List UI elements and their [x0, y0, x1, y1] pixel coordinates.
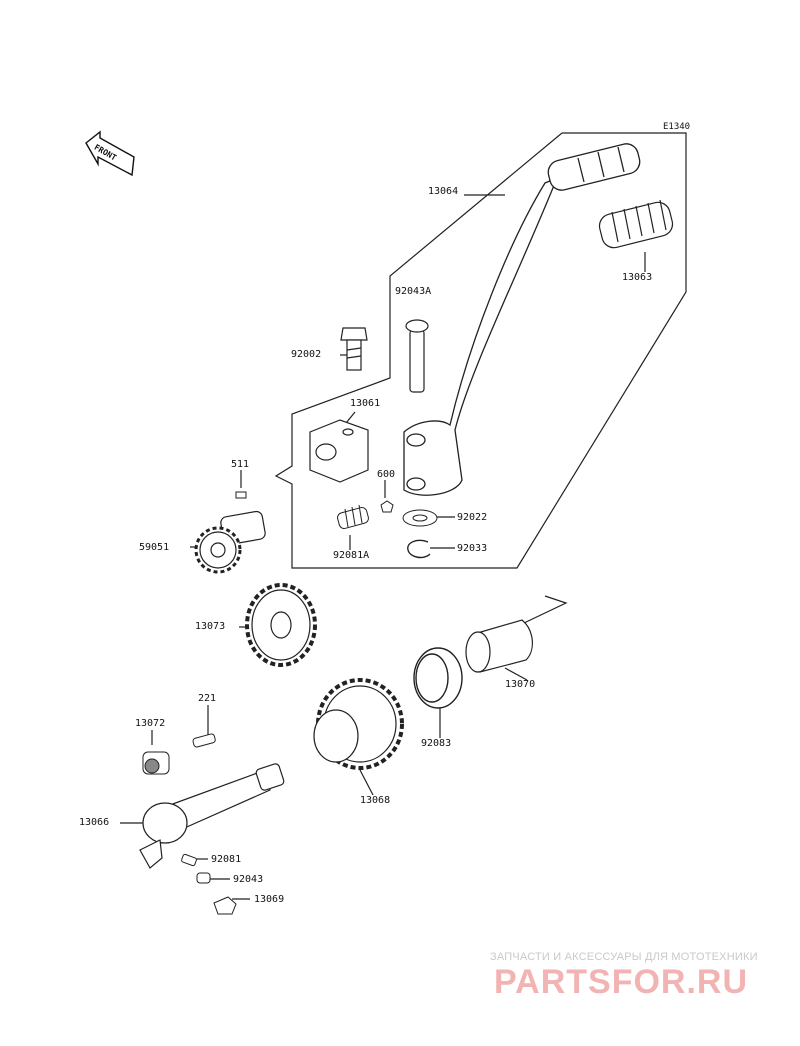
part-label-92081: 92081: [211, 854, 242, 865]
spring-icon: [337, 504, 369, 529]
bolt-icon: [340, 327, 368, 371]
part-label-221: 221: [198, 693, 217, 704]
key-icon: [235, 491, 247, 499]
assembly-frame-outline: [274, 132, 687, 569]
part-label-92083: 92083: [421, 738, 452, 749]
kick-shaft-icon: [139, 763, 285, 869]
part-label-13072: 13072: [135, 718, 166, 729]
part-label-92022: 92022: [457, 512, 488, 523]
part-label-511: 511: [231, 459, 250, 470]
collar-icon: [142, 751, 170, 775]
pedal-rubber-icon: [598, 199, 674, 249]
gear-icon: [194, 510, 266, 574]
circlip-icon: [407, 539, 431, 559]
part-label-92002: 92002: [291, 349, 322, 360]
gear-icon: [313, 678, 404, 770]
front-arrow-icon: [85, 130, 135, 177]
part-label-13069: 13069: [254, 894, 285, 905]
part-label-92043A: 92043A: [395, 286, 432, 297]
guide-icon: [213, 896, 237, 915]
screw-icon: [192, 733, 216, 748]
kick-pedal-arm: [403, 143, 641, 496]
gear-icon: [245, 583, 317, 667]
spring-icon: [181, 853, 197, 867]
part-label-59051: 59051: [139, 542, 170, 553]
part-label-600: 600: [377, 469, 396, 480]
part-label-13063: 13063: [622, 272, 653, 283]
part-label-13064: 13064: [428, 186, 459, 197]
part-label-13066: 13066: [79, 817, 110, 828]
diagram-code: E1340: [663, 122, 691, 132]
part-label-92043: 92043: [233, 874, 264, 885]
part-label-92033: 92033: [457, 543, 488, 554]
part-label-13068: 13068: [360, 795, 391, 806]
part-label-13073: 13073: [195, 621, 226, 632]
part-label-13061: 13061: [350, 398, 381, 409]
watermark-logo: PARTSFOR.RU: [494, 963, 749, 1001]
part-label-92081A: 92081A: [333, 550, 370, 561]
washer-icon: [402, 509, 438, 527]
part-label-13070: 13070: [505, 679, 536, 690]
clamp-icon: [309, 419, 369, 483]
pin-icon: [405, 319, 429, 393]
sleeve-icon: [465, 619, 533, 673]
spring-ring-icon: [413, 647, 463, 709]
ball-icon: [380, 500, 394, 513]
watermark-tagline: ЗАПЧАСТИ И АКСЕССУАРЫ ДЛЯ МОТОТЕХНИКИ: [490, 951, 758, 963]
pin-icon: [196, 872, 211, 884]
